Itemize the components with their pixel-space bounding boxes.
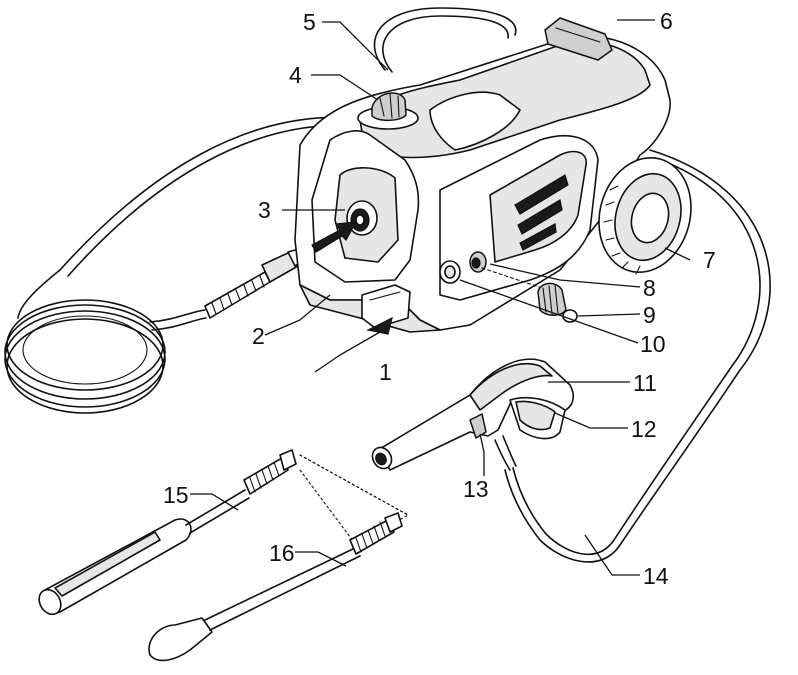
callout-11: 11 bbox=[633, 370, 657, 396]
callout-5: 5 bbox=[303, 9, 316, 35]
callout-8: 8 bbox=[643, 275, 656, 301]
callout-14: 14 bbox=[643, 563, 669, 589]
callout-9: 9 bbox=[643, 302, 656, 328]
water-inlet-10 bbox=[440, 261, 460, 283]
callout-16: 16 bbox=[269, 540, 295, 566]
coupling-9 bbox=[538, 283, 577, 322]
callout-1: 1 bbox=[379, 359, 392, 385]
callout-2: 2 bbox=[252, 323, 265, 349]
callout-15: 15 bbox=[163, 482, 189, 508]
callout-6: 6 bbox=[660, 8, 673, 34]
hose-connector-fitting bbox=[205, 248, 306, 318]
callout-10: 10 bbox=[640, 331, 666, 357]
callout-13: 13 bbox=[463, 476, 489, 502]
gun-hose-connector bbox=[495, 436, 516, 470]
callout-4: 4 bbox=[289, 62, 302, 88]
callout-12: 12 bbox=[631, 416, 657, 442]
callout-7: 7 bbox=[703, 247, 716, 273]
trigger-gun bbox=[369, 359, 574, 472]
coiled-high-pressure-hose bbox=[5, 300, 206, 413]
callout-3: 3 bbox=[258, 197, 271, 223]
lance-15 bbox=[35, 450, 296, 618]
